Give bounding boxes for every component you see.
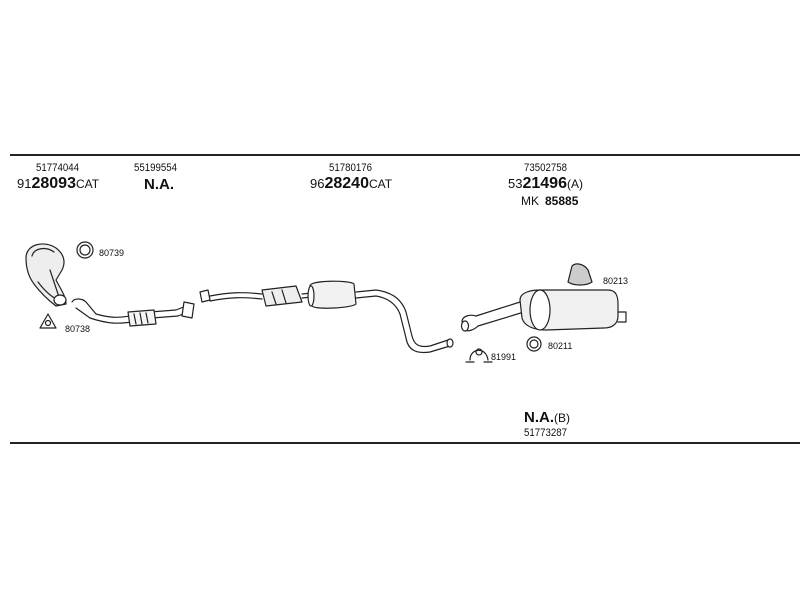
part-4-number: 73502758 <box>524 162 568 174</box>
part-1-code-suffix: CAT <box>75 177 100 191</box>
part-4-code: 5321496(A) <box>508 176 583 192</box>
part-1-code-main: 28093 <box>31 175 76 192</box>
part-5-number: 51773287 <box>524 427 568 439</box>
accessory-80738-label: 80738 <box>65 324 91 334</box>
part-4-code-prefix: 53 <box>508 176 523 191</box>
accessory-80211-label: 80211 <box>548 341 573 351</box>
part-1-number: 51774044 <box>36 162 80 174</box>
accessory-80213-label: 80213 <box>603 276 629 286</box>
part-5-label-text: N.A. <box>524 409 554 426</box>
part-3-number: 51780176 <box>329 162 373 174</box>
gasket-ring-80211 <box>526 336 542 352</box>
middle-pipe-catalyst-part <box>199 280 454 354</box>
part-4-code-main: 21496 <box>522 175 567 192</box>
part-4-kit-code: 85885 <box>545 194 579 208</box>
bottom-divider <box>10 442 800 444</box>
part-3-code-main: 28240 <box>324 175 369 192</box>
part-5-label-suffix: (B) <box>554 411 570 425</box>
triangle-gasket-80738 <box>39 313 57 329</box>
part-4-kit: MK 85885 <box>521 195 578 207</box>
part-5-label: N.A.(B) <box>524 410 570 425</box>
part-3-code-prefix: 96 <box>310 176 325 191</box>
part-2-number: 55199554 <box>134 162 178 174</box>
part-4-code-suffix: (A) <box>566 177 583 191</box>
part-3-code-suffix: CAT <box>368 177 393 191</box>
manifold-catalyst-part <box>25 243 67 307</box>
rubber-hanger-80213 <box>567 263 593 286</box>
rear-silencer-part <box>460 289 627 332</box>
part-1-code-prefix: 91 <box>17 176 32 191</box>
accessory-80739-label: 80739 <box>99 248 125 258</box>
front-pipe-part <box>71 298 195 327</box>
top-divider <box>10 154 800 156</box>
gasket-ring-80739 <box>76 241 94 259</box>
part-1-code: 9128093CAT <box>17 176 99 192</box>
clamp-81991 <box>465 348 493 363</box>
part-4-kit-label: MK <box>521 194 539 208</box>
part-3-code: 9628240CAT <box>310 176 392 192</box>
accessory-81991-label: 81991 <box>491 352 517 362</box>
part-2-label: N.A. <box>144 176 174 193</box>
